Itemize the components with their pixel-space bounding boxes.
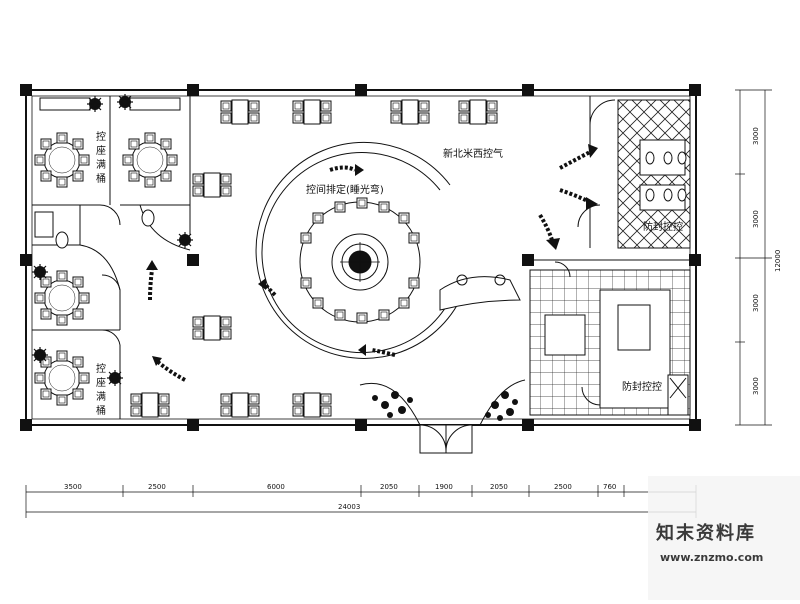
label-char: 满 [96,391,106,403]
dim-label: 6000 [267,483,285,491]
left-room-furniture [31,93,194,405]
kitchen-equipment [667,374,689,416]
label-char: 座 [96,144,106,157]
kitchen-counter [617,304,651,351]
dining-table [391,100,429,124]
dim-label: 2050 [490,483,508,491]
dim-label: 2050 [380,483,398,491]
dim-label: 2500 [148,483,166,491]
label-char: 控 [96,130,106,143]
label-char: 桶 [96,172,106,185]
toilet-icon [677,151,687,165]
plant-icon [106,369,124,387]
toilet-icon [141,209,155,227]
arrow-right-icon [329,165,356,172]
total-height-label: 12000 [774,250,782,272]
arrow-icon [559,188,591,204]
dim-label: 2500 [554,483,572,491]
label-char: 满 [96,159,106,171]
door-swing [577,204,601,228]
watermark-panel [648,476,800,600]
watermark-title: 知末资料库 [656,522,756,544]
dining-table [193,173,231,197]
door-swing [554,261,571,278]
arrow-icon [538,213,554,241]
toilet-icon [55,231,69,249]
entrance [359,379,526,454]
label-char: 控 [96,362,106,375]
right-service-area [529,96,691,416]
toilet-icon [645,188,655,202]
toilet-icon [663,151,673,165]
label-char: 座 [96,376,106,389]
room-label-kitchen-upper: 防封控控 [643,220,683,233]
watermark-url: www.znzmo.com [660,551,763,564]
room-label-dining: 新北米西控气 [443,147,503,160]
bottom-dimension-labels: 3500 2500 6000 2050 1900 2050 2500 760 2… [64,483,616,511]
watermark: 知末资料库 www.znzmo.com [648,476,800,600]
arrow-up-icon [148,269,154,301]
label-char: 桶 [96,404,106,417]
right-dimension-line [735,89,772,426]
plant-icon [116,93,134,111]
dim-label: 3000 [752,127,760,145]
arrow-icon [559,150,591,170]
plant-icon [176,231,194,249]
dining-table [293,393,331,417]
room-label-kitchen-lower: 防封控控 [622,380,662,393]
dining-table [459,100,497,124]
plant-icon [31,346,49,364]
plant-icon [86,95,104,113]
toilet-stall [34,211,54,238]
plant-icon [31,263,49,281]
left-private-rooms [32,96,191,419]
kitchen-counter [544,314,586,356]
dining-table [293,100,331,124]
upper-left-room-label: 控 座 满 桶 [96,130,106,185]
structural-columns [20,84,701,431]
dim-label: 760 [603,483,616,491]
dining-table [221,393,259,417]
sofa [129,97,181,111]
dining-table [193,316,231,340]
lower-left-room-label: 控 座 满 桶 [96,362,106,417]
round-table [35,133,89,187]
arrow-icon [371,348,396,357]
dim-label: 3500 [64,483,82,491]
entrance-planters [372,391,518,421]
dim-label: 3000 [752,210,760,228]
sofa [39,97,91,111]
dim-label: 1900 [435,483,453,491]
round-table [123,133,177,187]
toilet-icon [663,188,673,202]
dining-table [221,100,259,124]
door-swing [581,386,601,406]
total-width-label: 24003 [338,503,360,511]
arrow-icon [156,360,186,382]
dining-table [131,393,169,417]
door-swing [589,99,616,126]
toilet-icon [677,188,687,202]
bottom-dimension-line [25,485,697,518]
right-dimension-labels: 3000 3000 3000 3000 12000 [752,127,782,395]
dim-label: 3000 [752,294,760,312]
dining-tables [131,100,497,417]
round-table [35,271,89,325]
toilet-icon [645,151,655,165]
room-label-central: 控间排定(睡光弯) [306,183,384,196]
central-round-area [255,141,521,359]
dim-label: 3000 [752,377,760,395]
